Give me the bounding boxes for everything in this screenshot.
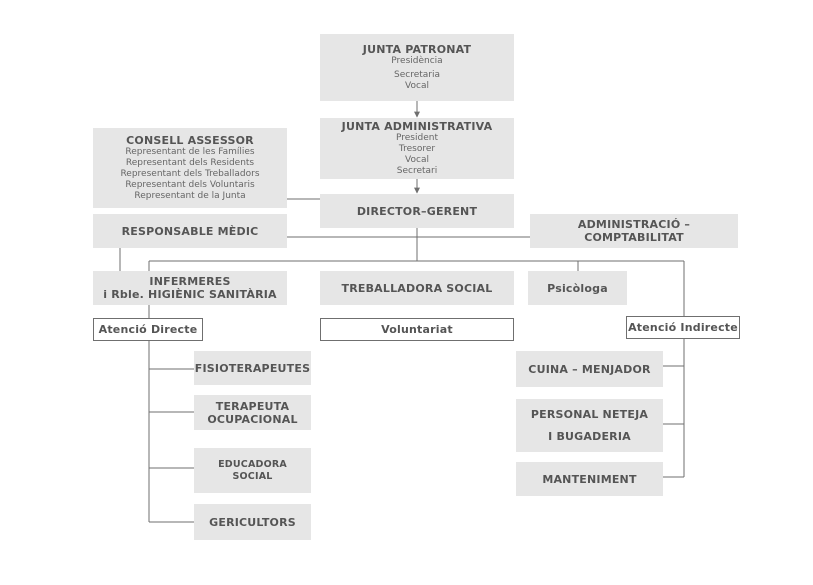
box-title: JUNTA ADMINISTRATIVA bbox=[341, 120, 493, 133]
box-junta-patronat: JUNTA PATRONAT Presidència Secretaria Vo… bbox=[320, 34, 514, 101]
box-line: Representant dels Voluntaris bbox=[125, 180, 255, 190]
box-line: Representant dels Treballadors bbox=[120, 169, 260, 179]
box-title: TREBALLADORA SOCIAL bbox=[341, 281, 493, 295]
box-consell-assessor: CONSELL ASSESSOR Representant de les Fam… bbox=[93, 128, 287, 208]
box-educadora-social: EDUCADORA SOCIAL bbox=[194, 448, 311, 493]
box-title: EDUCADORA bbox=[218, 458, 287, 470]
box-treballadora-social: TREBALLADORA SOCIAL bbox=[320, 271, 514, 305]
box-title: GERICULTORS bbox=[209, 515, 296, 529]
box-atencio-directe: Atenció Directe bbox=[93, 318, 203, 341]
box-cuina-menjador: CUINA – MENJADOR bbox=[516, 351, 663, 387]
box-line: Presidència bbox=[391, 56, 443, 66]
box-title-line2: i Rble. HIGIÈNIC SANITÀRIA bbox=[103, 288, 277, 301]
box-line: Vocal bbox=[405, 81, 429, 91]
box-title: Voluntariat bbox=[381, 323, 453, 336]
box-title: JUNTA PATRONAT bbox=[362, 43, 472, 56]
box-gericultors: GERICULTORS bbox=[194, 504, 311, 540]
box-director-gerent: DIRECTOR–GERENT bbox=[320, 194, 514, 228]
box-voluntariat: Voluntariat bbox=[320, 318, 514, 341]
box-title: INFERMERES bbox=[149, 275, 231, 288]
box-title: CONSELL ASSESSOR bbox=[126, 134, 254, 147]
box-line: Representant dels Residents bbox=[125, 158, 255, 168]
box-terapeuta-ocupacional: TERAPEUTA OCUPACIONAL bbox=[194, 395, 311, 430]
box-title: Atenció Indirecte bbox=[628, 321, 738, 334]
box-line: President bbox=[396, 133, 438, 143]
box-title: FISIOTERAPEUTES bbox=[194, 361, 311, 375]
box-line: Secretari bbox=[396, 166, 438, 176]
box-line: Tresorer bbox=[398, 144, 436, 154]
box-responsable-medic: RESPONSABLE MÈDIC bbox=[93, 214, 287, 248]
box-title-line2: SOCIAL bbox=[232, 470, 273, 482]
box-manteniment: MANTENIMENT bbox=[516, 462, 663, 496]
box-personal-neteja: PERSONAL NETEJA I BUGADERIA bbox=[516, 399, 663, 452]
box-fisioterapeutes: FISIOTERAPEUTES bbox=[194, 351, 311, 385]
box-title: DIRECTOR–GERENT bbox=[356, 204, 478, 218]
box-atencio-indirecte: Atenció Indirecte bbox=[626, 316, 740, 339]
box-title: TERAPEUTA bbox=[215, 399, 290, 413]
box-title: Psicòloga bbox=[547, 281, 608, 295]
box-title: ADMINISTRACIÓ – COMPTABILITAT bbox=[577, 218, 691, 244]
box-title-line2: I BUGADERIA bbox=[548, 430, 631, 443]
box-title: MANTENIMENT bbox=[542, 472, 637, 486]
box-title: PERSONAL NETEJA bbox=[530, 408, 649, 421]
box-line: Secretaria bbox=[394, 70, 440, 80]
box-psicologa: Psicòloga bbox=[528, 271, 627, 305]
box-line: Vocal bbox=[405, 155, 429, 165]
box-title: RESPONSABLE MÈDIC bbox=[121, 224, 259, 238]
box-line: Representant de les Famílies bbox=[125, 147, 255, 157]
box-junta-administrativa: JUNTA ADMINISTRATIVA President Tresorer … bbox=[320, 118, 514, 179]
box-title: Atenció Directe bbox=[98, 323, 198, 336]
box-title: CUINA – MENJADOR bbox=[528, 362, 651, 376]
box-title-line2: OCUPACIONAL bbox=[207, 412, 298, 426]
box-infermeres: INFERMERES i Rble. HIGIÈNIC SANITÀRIA bbox=[93, 271, 287, 305]
box-line: Representant de la Junta bbox=[134, 191, 246, 201]
box-administracio-comptabilitat: ADMINISTRACIÓ – COMPTABILITAT bbox=[530, 214, 738, 248]
